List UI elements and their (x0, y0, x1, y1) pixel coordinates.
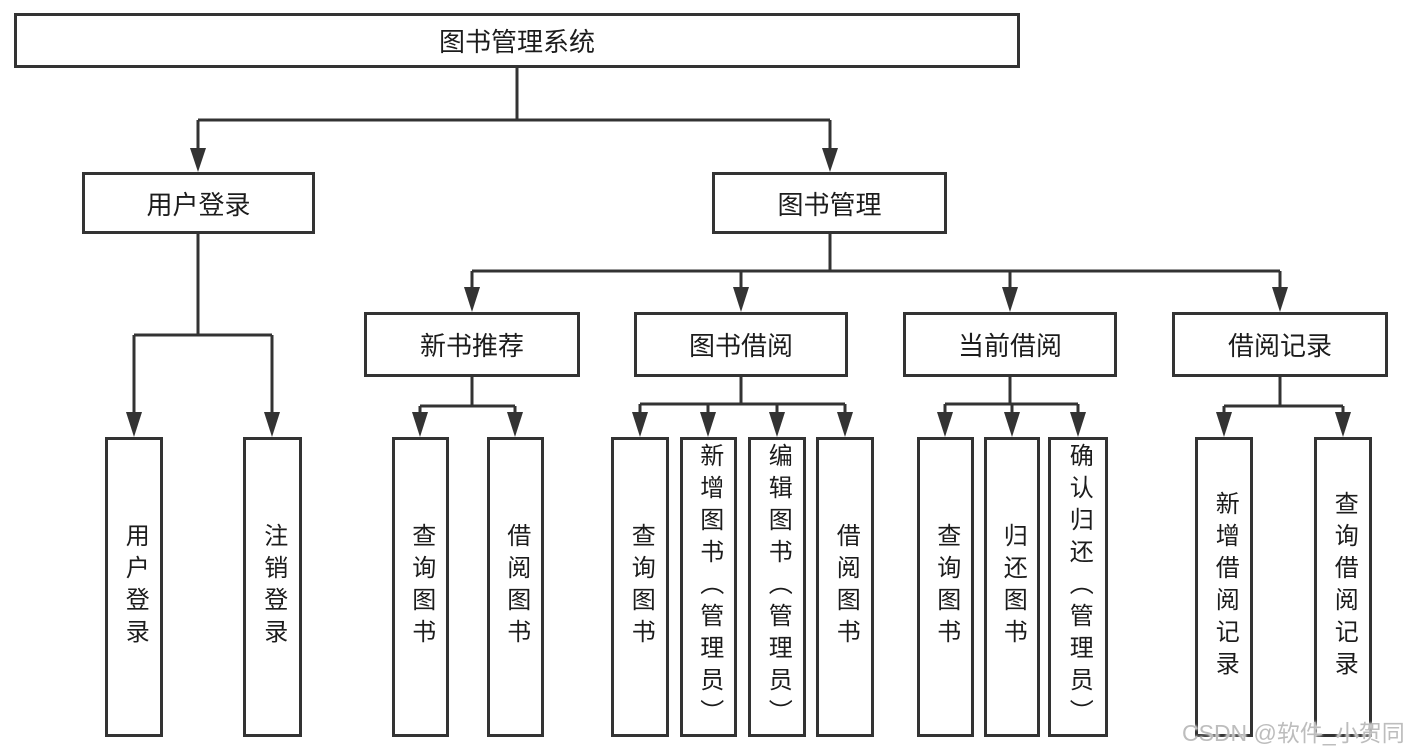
connector-borrow-records-children (1216, 377, 1351, 437)
node-new-book-recommend-label: 新书推荐 (419, 331, 524, 361)
node-root-label: 图书管理系统 (438, 27, 595, 57)
connector-book-borrow-children (632, 377, 853, 437)
node-book-management-label: 图书管理 (777, 189, 882, 220)
leaf-bb-add-books-admin: 新增图书（管理员） (680, 437, 737, 737)
node-user-login: 用户登录 (82, 172, 315, 234)
node-book-management: 图书管理 (712, 172, 947, 234)
node-user-login-label: 用户登录 (146, 189, 251, 220)
leaf-nb-query-books-label: 查询图书 (407, 523, 435, 651)
leaf-cb-confirm-return-admin: 确认归还（管理员） (1048, 437, 1108, 737)
leaf-bb-borrow-books-label: 借阅图书 (832, 523, 860, 651)
leaf-bb-borrow-books: 借阅图书 (816, 437, 874, 737)
leaf-nb-borrow-books-label: 借阅图书 (502, 523, 530, 651)
node-book-borrowing: 图书借阅 (634, 312, 848, 377)
connector-current-borrow-children (937, 377, 1086, 437)
node-current-borrowing: 当前借阅 (903, 312, 1117, 377)
leaf-bb-add-books-admin-label: 新增图书（管理员） (695, 443, 723, 731)
node-book-borrowing-label: 图书借阅 (688, 331, 793, 361)
leaf-bb-query-books-label: 查询图书 (627, 523, 655, 651)
connector-new-books-children (412, 377, 523, 437)
leaf-br-query-record-label: 查询借阅记录 (1330, 491, 1358, 683)
leaf-nb-query-books: 查询图书 (392, 437, 449, 737)
node-borrowing-records-label: 借阅记录 (1227, 331, 1332, 361)
connector-book-mgmt-children (464, 233, 1288, 312)
leaf-nb-borrow-books: 借阅图书 (487, 437, 544, 737)
leaf-br-add-record-label: 新增借阅记录 (1211, 491, 1239, 683)
connector-user-login-children (126, 233, 280, 437)
node-borrowing-records: 借阅记录 (1172, 312, 1388, 377)
leaf-user-login: 用户登录 (105, 437, 163, 737)
leaf-logout: 注销登录 (243, 437, 302, 737)
leaf-bb-query-books: 查询图书 (611, 437, 669, 737)
leaf-cb-confirm-return-admin-label: 确认归还（管理员） (1065, 443, 1093, 731)
node-root-library-system: 图书管理系统 (14, 13, 1020, 68)
csdn-watermark: CSDN @软件_小贺同学 (1182, 720, 1405, 746)
leaf-user-login-label: 用户登录 (121, 523, 149, 651)
leaf-logout-label: 注销登录 (259, 523, 287, 651)
leaf-bb-edit-books-admin-label: 编辑图书（管理员） (764, 443, 792, 731)
node-new-book-recommend: 新书推荐 (364, 312, 580, 377)
leaf-cb-return-books-label: 归还图书 (999, 523, 1027, 651)
leaf-cb-query-books-label: 查询图书 (932, 523, 960, 651)
connector-root-to-branches (190, 68, 838, 172)
leaf-bb-edit-books-admin: 编辑图书（管理员） (748, 437, 806, 737)
leaf-br-query-record: 查询借阅记录 (1314, 437, 1372, 737)
leaf-cb-query-books: 查询图书 (917, 437, 974, 737)
leaf-br-add-record: 新增借阅记录 (1195, 437, 1253, 737)
leaf-cb-return-books: 归还图书 (984, 437, 1040, 737)
node-current-borrowing-label: 当前借阅 (957, 331, 1062, 361)
